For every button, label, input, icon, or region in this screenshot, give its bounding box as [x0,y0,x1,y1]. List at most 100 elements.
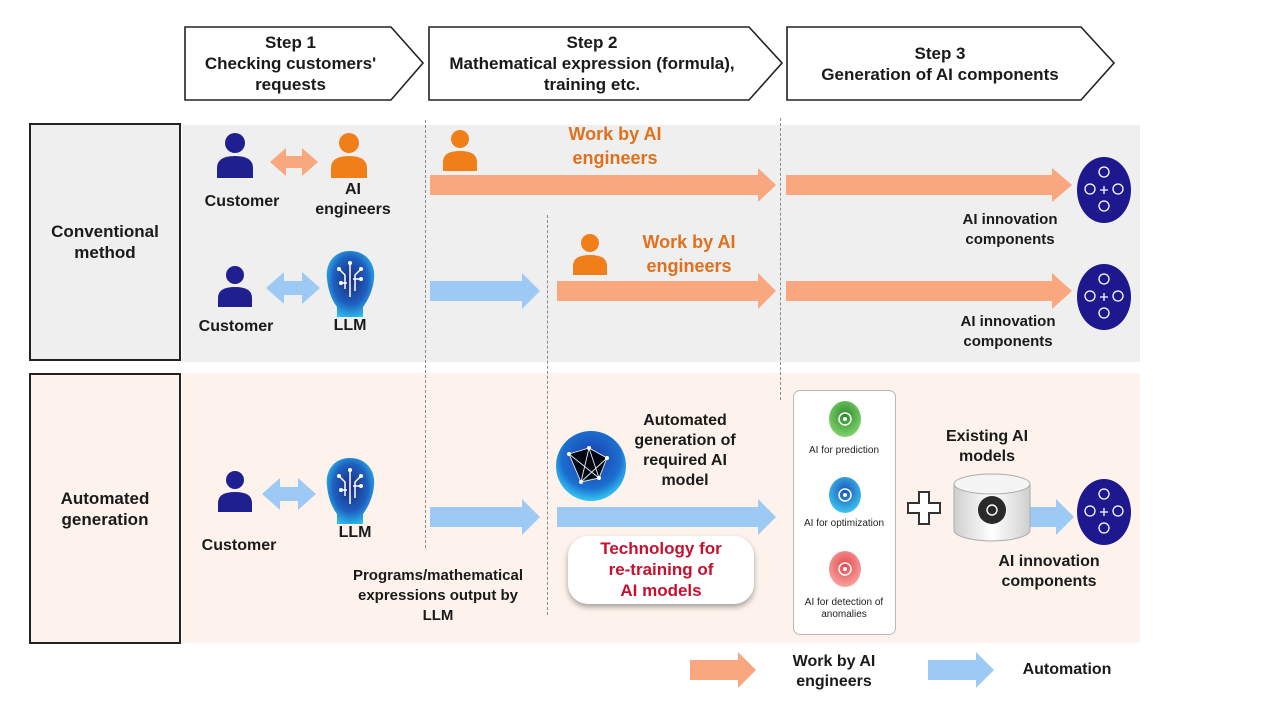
orange-arrow-row1-step2 [430,168,776,202]
work-line2: engineers [646,256,732,276]
programs-line3: LLM [422,607,454,624]
step-2-header: Step 2 Mathematical expression (formula)… [427,25,785,102]
automated-label-line2: generation [61,509,149,529]
legend-orange-arrow [690,652,756,688]
gear-icon [829,477,861,513]
divider-step1-step2 [425,120,426,548]
ai-innovation-icon [1077,264,1131,330]
retrain-line3: AI models [620,581,702,600]
ai-innovation-components-label: AI innovation components [938,312,1078,352]
output-line2: components [1001,573,1097,590]
step-3-subtitle-line1: Generation of AI components [821,64,1059,84]
gear-icon [829,551,861,587]
step-2-subtitle-line1: Mathematical expression (formula), [449,54,735,73]
step-arrow-shape [428,26,784,101]
automated-generation-label: Automated generation [29,373,181,644]
gear-icon [829,401,861,437]
legend-engineers-line1: Work by AI [792,653,876,670]
work-line2: engineers [572,148,658,168]
divider-step2-step3 [780,118,781,400]
step-1-subtitle-line1: Checking customers' [204,54,377,73]
ai-innovation-icon [1077,479,1131,545]
ai-anomalies-line1: AI for detection of [804,597,884,608]
customer-label: Customer [201,537,277,554]
blue-arrow-row3-step3 [1030,499,1074,535]
conventional-method-label: Conventional method [29,123,181,361]
automated-label-line1: Automated [60,488,150,508]
step-3-header: Step 3 Generation of AI components [785,25,1117,102]
autogen-line2: generation of [634,432,736,449]
person-icon [443,130,477,171]
autogen-line4: model [661,472,709,489]
retraining-technology-pill [568,536,754,604]
output-line1: AI innovation [998,553,1100,570]
output-line2: components [963,333,1053,350]
llm-head-icon [326,251,375,317]
orange-arrow-row1-step3 [786,168,1072,202]
plus-icon [907,491,941,525]
retrain-line2: re-training of [608,560,714,579]
bidirectional-orange-arrow [270,148,318,176]
conventional-label-line2: method [74,243,136,262]
step-arrow-shape [786,26,1116,101]
ai-anomalies-label: AI for detection of anomalies [795,597,893,621]
retrain-line1: Technology for [600,539,722,558]
ai-innovation-components-label: AI innovation components [976,552,1122,592]
work-line1: Work by AI [642,232,736,252]
work-line1: Work by AI [568,124,662,144]
ai-innovation-icon [1077,157,1131,223]
blue-arrow-row3-step2b [557,499,776,535]
ai-innovation-components-label: AI innovation components [940,210,1080,250]
work-by-ai-engineers-label: Work by AI engineers [530,122,700,170]
step-2-subtitle-line2: training etc. [543,75,641,94]
automated-generation-model-label: Automated generation of required AI mode… [620,411,750,491]
blue-arrow-row2-step2 [430,273,540,309]
llm-label: LLM [333,317,367,334]
autogen-line3: required AI [643,452,727,469]
legend-automation-label: Automation [1022,661,1112,678]
existing-line1: Existing AI [945,428,1029,445]
person-icon [573,234,607,275]
existing-ai-models-label: Existing AI models [924,427,1050,467]
bidirectional-blue-arrow-row2 [266,272,320,304]
step-3-title: Step 3 [914,43,966,63]
neural-network-icon [556,431,626,501]
step-1-subtitle-line2: requests [255,75,326,94]
legend-engineers-line2: engineers [796,673,872,690]
ai-engineers-line2: engineers [315,201,391,218]
output-line2: components [965,231,1055,248]
work-by-ai-engineers-label: Work by AI engineers [604,230,774,278]
orange-arrow-row2-step3 [786,273,1072,309]
output-line1: AI innovation [962,211,1058,228]
existing-line2: models [958,448,1015,465]
output-line1: AI innovation [960,313,1056,330]
autogen-line1: Automated [643,412,727,429]
retraining-technology-label: Technology for re-training of AI models [568,538,754,601]
step-1-title: Step 1 [264,33,317,52]
person-icon [218,266,252,307]
person-icon [218,471,252,512]
step-1-header: Step 1 Checking customers' requests [183,25,425,102]
legend-engineers-label: Work by AI engineers [770,652,898,692]
ai-prediction-label: AI for prediction [808,445,880,456]
ai-optimization-label: AI for optimization [803,518,885,529]
programs-line1: Programs/mathematical [352,567,524,584]
llm-head-icon [326,458,375,524]
orange-arrow-row2-step2 [557,273,776,309]
legend-blue-arrow [928,652,994,688]
customer-label: Customer [198,318,274,335]
divider-step2-inner [547,215,548,615]
person-icon [331,133,367,178]
conventional-label-line1: Conventional [51,222,159,241]
person-icon [217,133,253,178]
llm-label: LLM [338,524,372,541]
step-2-title: Step 2 [566,33,618,52]
ai-engineers-line1: AI [345,181,361,198]
step-arrow-shape [184,26,425,101]
blue-arrow-row3-step2a [430,499,540,535]
programs-line2: expressions output by [357,587,519,604]
database-icon [953,473,1031,542]
programs-output-label: Programs/mathematical expressions output… [328,566,548,626]
ai-engineers-label: AI engineers [300,180,406,220]
